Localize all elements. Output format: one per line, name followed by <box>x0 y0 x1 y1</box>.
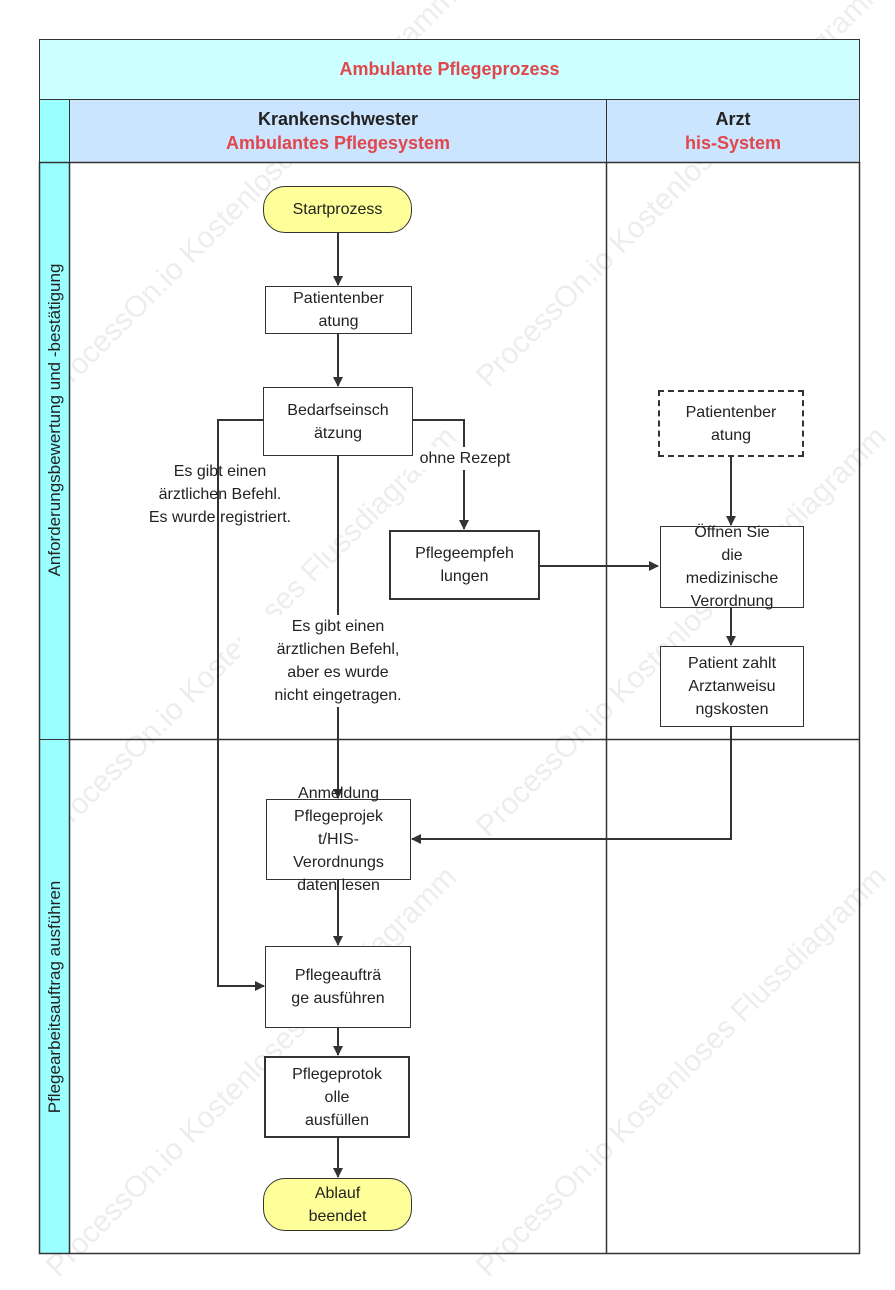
edge-label-registered: Es gibt einen ärztlichen Befehl. Es wurd… <box>148 463 292 526</box>
phase-header-execution: Pflegearbeitsauftrag ausführen <box>39 739 70 1254</box>
doctor-consultation-node[interactable]: Patientenber atung <box>658 390 804 457</box>
open-prescription-node[interactable]: Öffnen Sie die medizinische Verordnung <box>660 524 804 610</box>
execute-orders-node[interactable]: Pflegeaufträ ge ausführen <box>265 946 411 1028</box>
care-recommendation-node[interactable]: Pflegeempfeh lungen <box>389 530 540 600</box>
pool-body-border <box>38 161 861 1255</box>
lane-role: Arzt <box>715 109 751 129</box>
edge-label-no-prescription: ohne Rezept <box>405 447 525 470</box>
pool-title: Ambulante Pflegeprozess <box>39 39 860 100</box>
fill-protocol-node[interactable]: Pflegeprotok olle ausfüllen <box>264 1056 410 1138</box>
start-node[interactable]: Startprozess <box>263 186 412 233</box>
lane-role: Krankenschwester <box>257 109 419 129</box>
edge-assess-recommend <box>412 419 469 530</box>
end-node[interactable]: Ablauf beendet <box>263 1178 412 1231</box>
lane-system: Ambulantes Pflegesystem <box>225 133 451 153</box>
lane-system: his-System <box>684 133 782 153</box>
needs-assessment-node[interactable]: Bedarfseinsch ätzung <box>263 387 413 456</box>
edge-assess-execute <box>217 419 265 991</box>
edge-label-not-entered: Es gibt einen ärztlichen Befehl, aber es… <box>240 615 436 707</box>
patient-consultation-node[interactable]: Patientenber atung <box>265 286 412 334</box>
edge-pay-login <box>411 727 732 844</box>
lane-header-nurse: Krankenschwester Ambulantes Pflegesystem <box>69 99 607 163</box>
patient-pays-node[interactable]: Patient zahlt Arztanweisu ngskosten <box>660 646 804 727</box>
login-read-data-node[interactable]: Anmeldung Pflegeprojek t/HIS- Verordnung… <box>266 785 411 894</box>
